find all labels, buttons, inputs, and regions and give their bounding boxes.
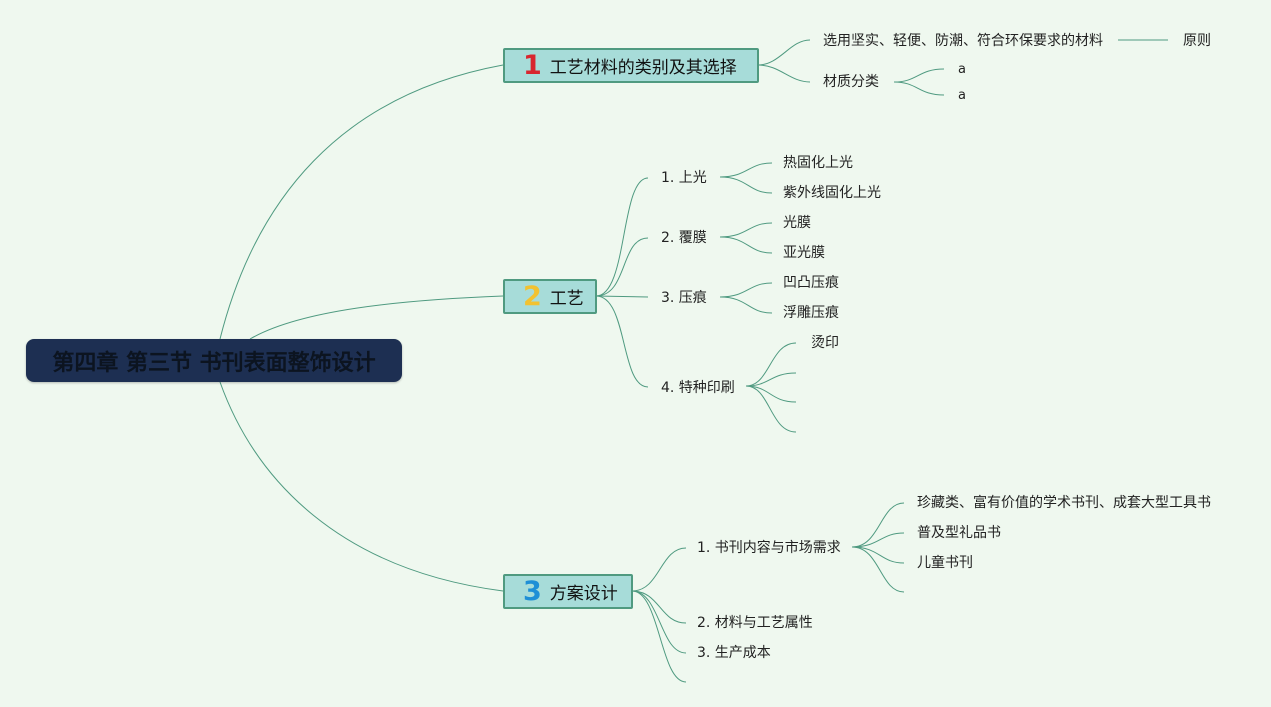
link-root-b1 bbox=[219, 64, 504, 340]
node-thermal-glazing[interactable]: 热固化上光 bbox=[783, 155, 853, 171]
link-root-b3 bbox=[219, 381, 504, 592]
link-b3-i3 bbox=[631, 590, 687, 654]
node-children-books[interactable]: 儿童书刊 bbox=[917, 555, 973, 571]
node-relief-emboss[interactable]: 浮雕压痕 bbox=[783, 305, 839, 321]
node-emboss-deboss[interactable]: 凹凸压痕 bbox=[783, 275, 839, 291]
link-i2-c2 bbox=[719, 236, 773, 254]
node-production-cost[interactable]: 3. 生产成本 bbox=[697, 645, 771, 661]
link-b3i1-c1 bbox=[851, 502, 905, 548]
root-node[interactable]: 第四章 第三节 书刊表面整饰设计 bbox=[26, 339, 402, 382]
link-c2-a2 bbox=[893, 81, 945, 96]
node-collector-books[interactable]: 珍藏类、富有价值的学术书刊、成套大型工具书 bbox=[917, 495, 1211, 511]
link-i1-c1 bbox=[719, 162, 773, 178]
node-material-principle[interactable]: 选用坚实、轻便、防潮、符合环保要求的材料 bbox=[823, 33, 1103, 49]
node-gift-books[interactable]: 普及型礼品书 bbox=[917, 525, 1001, 541]
branch-node-craft[interactable]: 2 工艺 bbox=[503, 279, 597, 314]
node-embossing[interactable]: 3. 压痕 bbox=[661, 290, 707, 306]
link-i4-c1 bbox=[745, 342, 797, 387]
node-hot-stamping[interactable]: 烫印 bbox=[811, 335, 839, 351]
number-badge: 2 bbox=[523, 281, 542, 312]
node-gloss-film[interactable]: 光膜 bbox=[783, 215, 811, 231]
link-b3i1-c3 bbox=[851, 546, 905, 564]
node-category-a2[interactable]: a bbox=[958, 88, 966, 103]
branch-label: 工艺材料的类别及其选择 bbox=[549, 58, 737, 78]
link-b2-i4 bbox=[595, 295, 649, 388]
link-i4-c2 bbox=[745, 372, 797, 387]
node-glazing[interactable]: 1. 上光 bbox=[661, 170, 707, 186]
link-c2-a1 bbox=[893, 68, 945, 83]
node-content-market[interactable]: 1. 书刊内容与市场需求 bbox=[697, 540, 841, 556]
node-material-category[interactable]: 材质分类 bbox=[823, 74, 879, 90]
link-i4-c4 bbox=[745, 385, 797, 433]
number-badge: 1 bbox=[523, 50, 542, 81]
branch-label: 方案设计 bbox=[549, 584, 618, 604]
link-i1-c2 bbox=[719, 176, 773, 194]
link-b3-i1 bbox=[631, 547, 687, 592]
link-b2-i3 bbox=[595, 295, 649, 298]
link-i3-c1 bbox=[719, 282, 773, 298]
branch-label: 工艺 bbox=[549, 289, 584, 309]
link-b2-i1 bbox=[595, 177, 649, 297]
link-i4-c3 bbox=[745, 385, 797, 403]
node-matte-film[interactable]: 亚光膜 bbox=[783, 245, 825, 261]
node-principle[interactable]: 原则 bbox=[1183, 33, 1211, 49]
link-b1-c1 bbox=[757, 39, 811, 66]
branch-node-materials[interactable]: 1 工艺材料的类别及其选择 bbox=[503, 48, 759, 83]
link-b3i1-c2 bbox=[851, 532, 905, 548]
node-material-properties[interactable]: 2. 材料与工艺属性 bbox=[697, 615, 813, 631]
link-i2-c1 bbox=[719, 222, 773, 238]
number-badge: 3 bbox=[523, 576, 542, 607]
link-b3-i4 bbox=[631, 590, 687, 683]
node-special-printing[interactable]: 4. 特种印刷 bbox=[661, 380, 735, 396]
root-title: 第四章 第三节 书刊表面整饰设计 bbox=[52, 350, 376, 376]
node-uv-glazing[interactable]: 紫外线固化上光 bbox=[783, 185, 881, 201]
link-b1-c2 bbox=[757, 64, 811, 83]
link-b2-i2 bbox=[595, 237, 649, 297]
branch-node-scheme-design[interactable]: 3 方案设计 bbox=[503, 574, 633, 609]
link-root-b2 bbox=[249, 295, 504, 340]
link-b3-i2 bbox=[631, 590, 687, 624]
link-b3i1-c4 bbox=[851, 546, 905, 593]
node-lamination[interactable]: 2. 覆膜 bbox=[661, 230, 707, 246]
node-category-a1[interactable]: a bbox=[958, 62, 966, 77]
link-i3-c2 bbox=[719, 296, 773, 314]
